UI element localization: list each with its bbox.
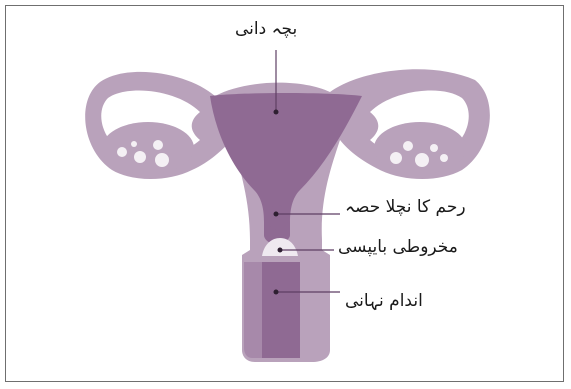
cervix-pointer-dot [274, 212, 279, 217]
uterus-pointer-dot [274, 110, 279, 115]
left-ovary [102, 122, 194, 174]
vaginal-wall-shade [244, 262, 262, 358]
uterus-label: بچہ دانی [235, 18, 297, 39]
cone-biopsy-label: مخروطی بایپسی [338, 237, 458, 257]
vagina-pointer-dot [274, 290, 279, 295]
vaginal-canal [262, 262, 300, 358]
cone-pointer-dot [278, 248, 283, 253]
cervix-label: رحم کا نچلا حصہ [345, 196, 466, 217]
vagina-label: اندام نہانی [345, 290, 423, 311]
